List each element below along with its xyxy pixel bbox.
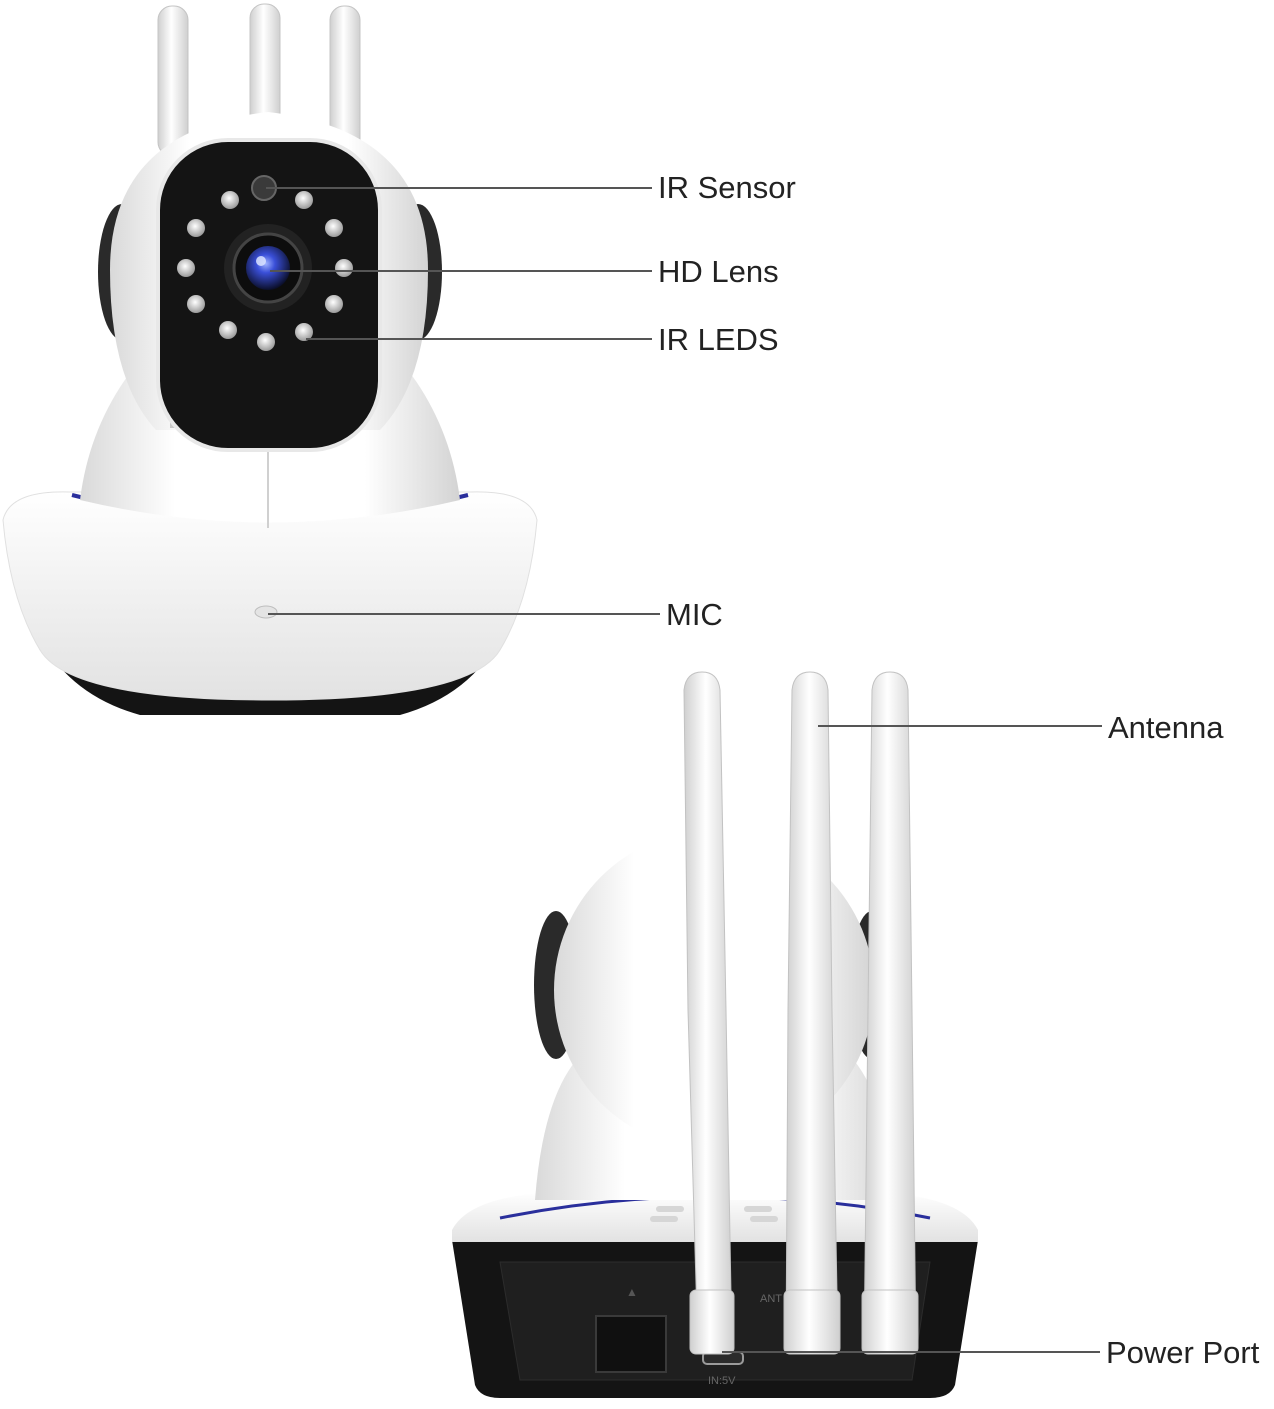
callout-power-port: Power Port — [1106, 1335, 1260, 1370]
leader-lines — [266, 187, 1102, 1353]
svg-text:▲: ▲ — [626, 1285, 638, 1299]
ir-leds-icon — [177, 191, 353, 351]
front-camera — [2, 3, 538, 715]
callout-antenna: Antenna — [1108, 710, 1224, 745]
callout-hd-lens: HD Lens — [658, 254, 779, 289]
power-port-marking: IN:5V — [708, 1375, 736, 1387]
ethernet-port-icon — [595, 1315, 667, 1373]
hd-lens-icon — [224, 224, 312, 312]
mic-icon — [254, 605, 278, 619]
callout-mic: MIC — [666, 597, 723, 632]
front-base — [2, 491, 538, 701]
callout-ir-leds: IR LEDS — [658, 322, 779, 357]
rear-camera: ▲ IN:5V ANT — [452, 671, 978, 1398]
callout-ir-sensor: IR Sensor — [658, 170, 796, 205]
rear-antennas — [683, 671, 919, 1355]
antenna-port-marking: ANT — [760, 1293, 782, 1305]
